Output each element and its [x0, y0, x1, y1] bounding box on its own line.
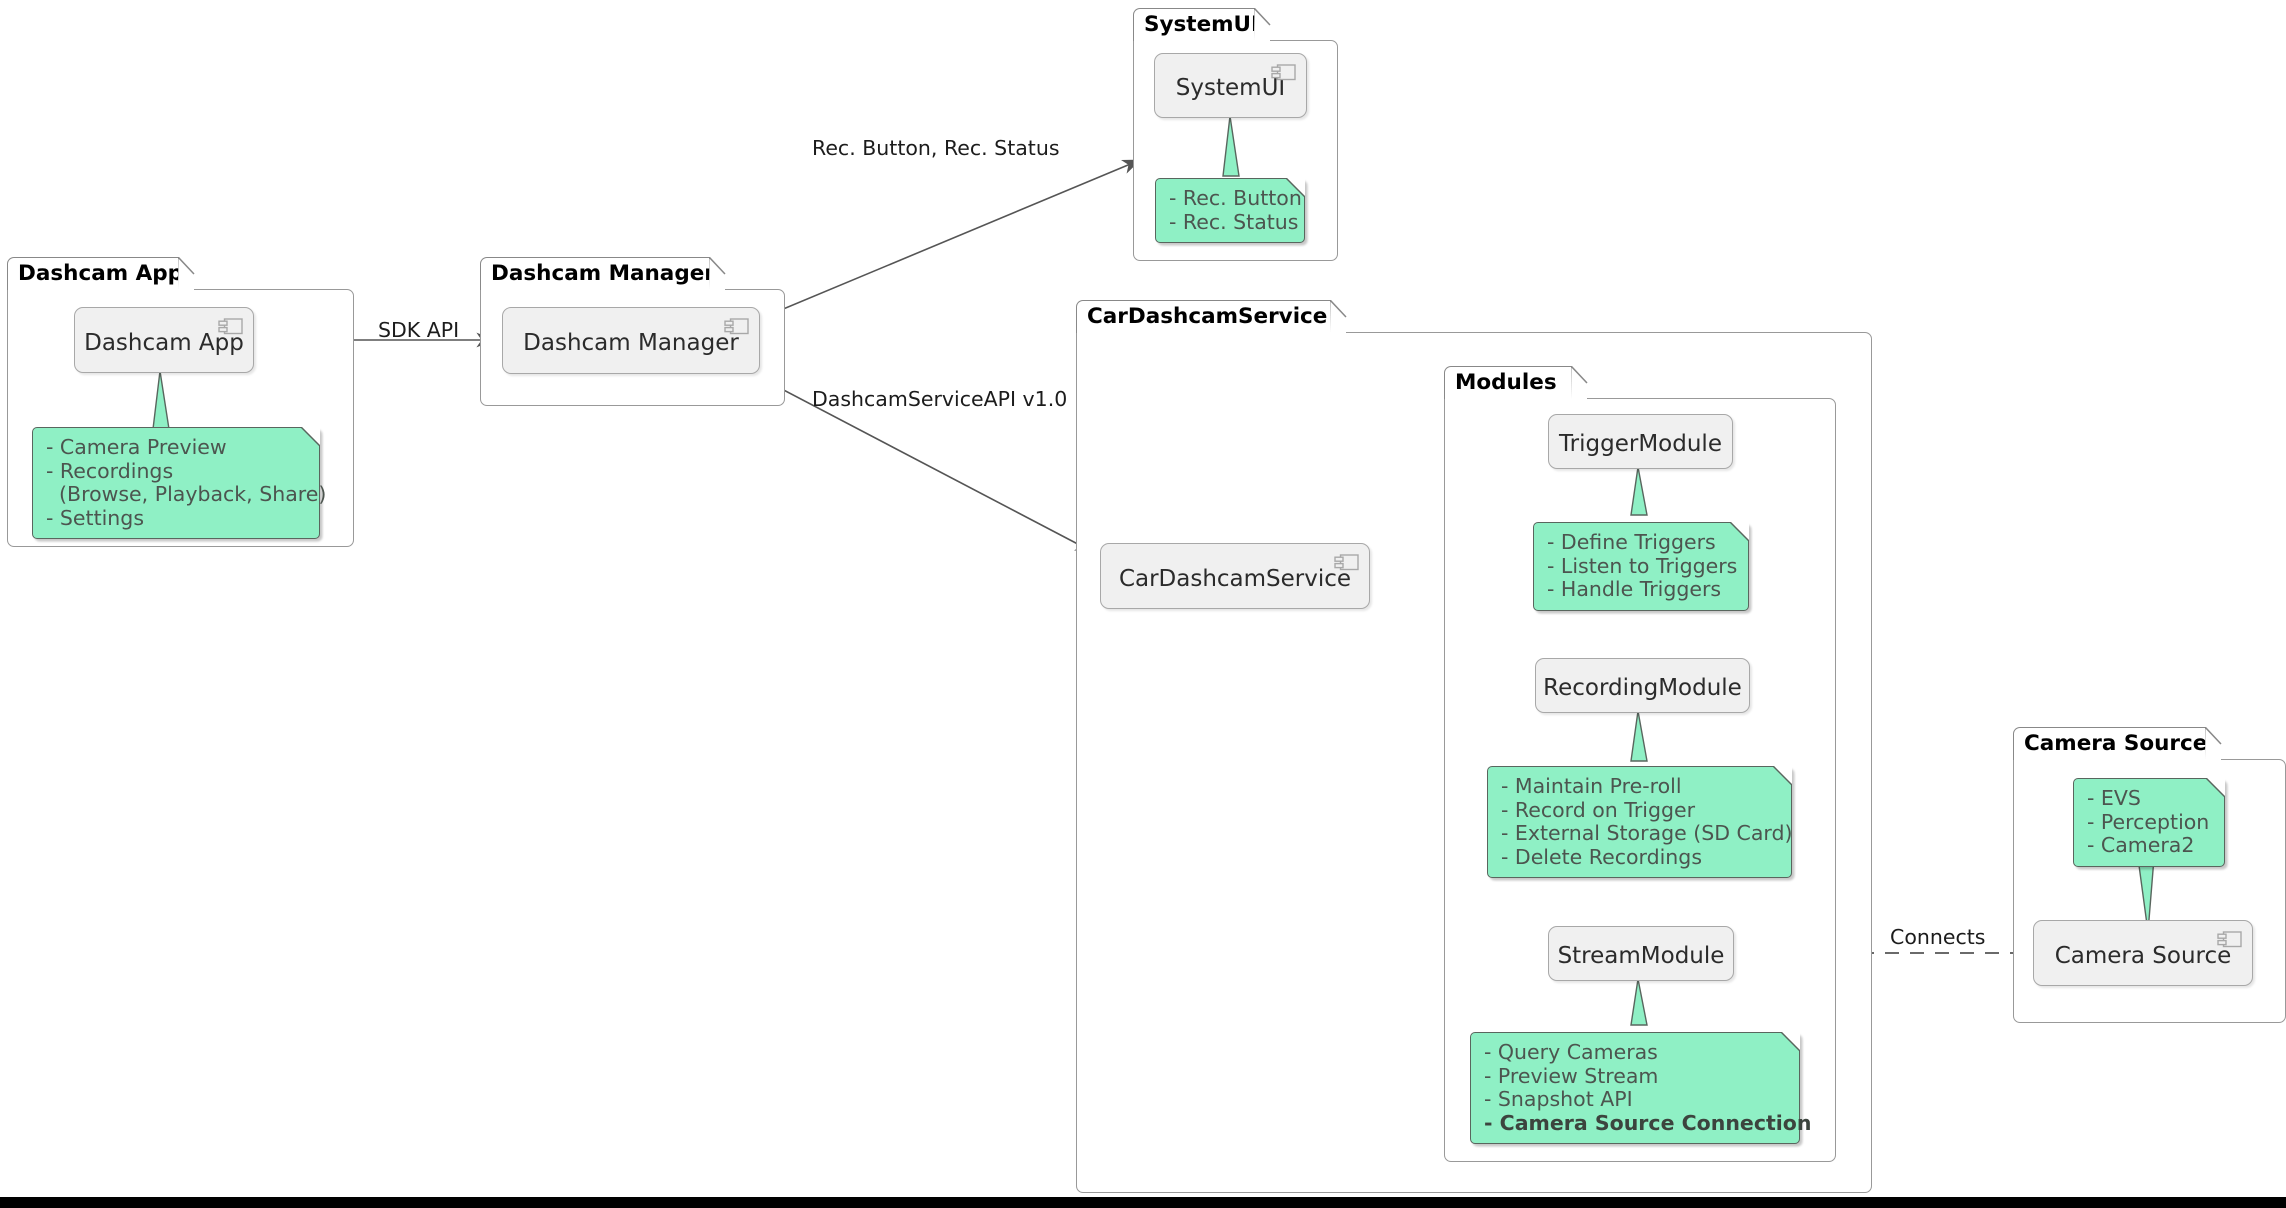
note-stem-triggermodule	[1630, 467, 1648, 516]
note-recordingmodule: - Maintain Pre-roll - Record on Trigger …	[1487, 766, 1792, 878]
note-systemui: - Rec. Button - Rec. Status	[1155, 178, 1305, 243]
package-label-camera-source: Camera Source	[2024, 731, 2208, 757]
note-fold-icon	[1773, 766, 1792, 785]
note-stem-recordingmodule	[1630, 711, 1648, 762]
comp-recordingmodule[interactable]: RecordingModule	[1535, 658, 1750, 713]
component-icon	[1334, 554, 1359, 571]
note-line: - Listen to Triggers	[1547, 553, 1738, 578]
note-line: - Query Cameras	[1484, 1040, 1658, 1064]
comp-streammodule[interactable]: StreamModule	[1548, 926, 1734, 981]
package-tab-corner-cardashcamservice	[1330, 300, 1352, 333]
note-stem-camera-source	[2137, 858, 2155, 933]
bottom-bar	[0, 1197, 2286, 1208]
note-fold-icon	[1781, 1032, 1800, 1051]
comp-label-triggermodule: TriggerModule	[1559, 431, 1722, 457]
component-icon	[724, 318, 749, 335]
comp-label-camera-source: Camera Source	[2054, 942, 2232, 969]
comp-label-streammodule: StreamModule	[1557, 943, 1725, 969]
package-tab-dashcam-app: Dashcam App	[7, 257, 183, 290]
note-line: - Define Triggers	[1547, 530, 1716, 554]
note-line: - Delete Recordings	[1501, 844, 1702, 869]
comp-systemui[interactable]: SystemUI	[1154, 53, 1307, 118]
component-icon	[2217, 931, 2242, 948]
component-icon	[1271, 64, 1296, 81]
comp-cardashcamservice[interactable]: CarDashcamService	[1100, 543, 1370, 609]
comp-dashcam-app[interactable]: Dashcam App	[74, 307, 254, 373]
package-label-dashcam-app: Dashcam App	[18, 261, 184, 287]
note-line: - Recordings	[46, 458, 174, 483]
package-label-cardashcamservice: CarDashcamService	[1087, 304, 1328, 330]
note-fold-icon	[301, 427, 320, 446]
package-tab-cardashcamservice: CarDashcamService	[1076, 300, 1331, 333]
comp-label-dashcam-app: Dashcam App	[84, 329, 244, 356]
edge-label-rec-button-status: Rec. Button, Rec. Status	[812, 136, 1060, 160]
note-camera-source: - EVS - Perception - Camera2	[2073, 778, 2225, 867]
comp-label-dashcam-manager: Dashcam Manager	[523, 330, 739, 356]
comp-label-recordingmodule: RecordingModule	[1543, 675, 1742, 701]
package-tab-modules: Modules	[1444, 366, 1572, 399]
note-fold-icon	[1730, 522, 1749, 541]
note-line: - Rec. Status	[1169, 209, 1299, 234]
edge-label-connects: Connects	[1890, 925, 1986, 949]
comp-label-systemui: SystemUI	[1175, 75, 1286, 101]
edge-label-sdk-api: SDK API	[378, 318, 460, 342]
package-tab-corner-camera-source	[2205, 727, 2227, 760]
note-fold-icon	[1286, 178, 1305, 197]
note-dashcam-app: - Camera Preview - Recordings (Browse, P…	[32, 427, 327, 539]
note-line: - External Storage (SD Card)	[1501, 821, 1793, 845]
note-line: - Preview Stream	[1484, 1063, 1659, 1088]
note-line: - Rec. Button	[1169, 186, 1302, 210]
edge-label-dashcamserviceapi: DashcamServiceAPI v1.0	[812, 387, 1068, 411]
note-line: - Snapshot API	[1484, 1087, 1633, 1111]
note-line: - Perception	[2087, 809, 2210, 834]
note-line: - Camera Source Connection	[1484, 1110, 1812, 1135]
package-label-dashcam-manager: Dashcam Manager	[491, 261, 715, 287]
package-tab-systemui: SystemUI	[1133, 8, 1259, 41]
note-stem-streammodule	[1630, 979, 1648, 1026]
note-triggermodule: - Define Triggers - Listen to Triggers -…	[1533, 522, 1749, 611]
note-line: - Settings	[46, 505, 144, 530]
note-line: - EVS	[2087, 786, 2141, 810]
note-line: - Record on Trigger	[1501, 797, 1696, 822]
comp-triggermodule[interactable]: TriggerModule	[1548, 414, 1733, 469]
package-tab-corner-dashcam-manager	[709, 257, 731, 290]
note-line: - Handle Triggers	[1547, 577, 1722, 601]
package-tab-corner-dashcam-app	[178, 257, 200, 290]
package-tab-corner-systemui	[1254, 8, 1276, 41]
component-icon	[218, 318, 243, 335]
note-stem-systemui	[1222, 116, 1240, 177]
comp-camera-source[interactable]: Camera Source	[2033, 920, 2253, 986]
comp-dashcam-manager[interactable]: Dashcam Manager	[502, 307, 760, 374]
package-tab-corner-modules	[1571, 366, 1593, 399]
note-streammodule: - Query Cameras - Preview Stream - Snaps…	[1470, 1032, 1812, 1144]
comp-label-cardashcamservice: CarDashcamService	[1118, 565, 1352, 592]
note-line: - Camera Preview	[46, 435, 227, 459]
package-tab-dashcam-manager: Dashcam Manager	[480, 257, 715, 290]
note-line: - Camera2	[2087, 833, 2195, 857]
note-line: (Browse, Playback, Share)	[46, 482, 327, 506]
note-line: - Maintain Pre-roll	[1501, 774, 1682, 798]
package-tab-camera-source: Camera Source	[2013, 727, 2208, 760]
note-fold-icon	[2206, 778, 2225, 797]
package-label-modules: Modules	[1455, 370, 1557, 396]
package-label-systemui: SystemUI	[1144, 12, 1260, 38]
